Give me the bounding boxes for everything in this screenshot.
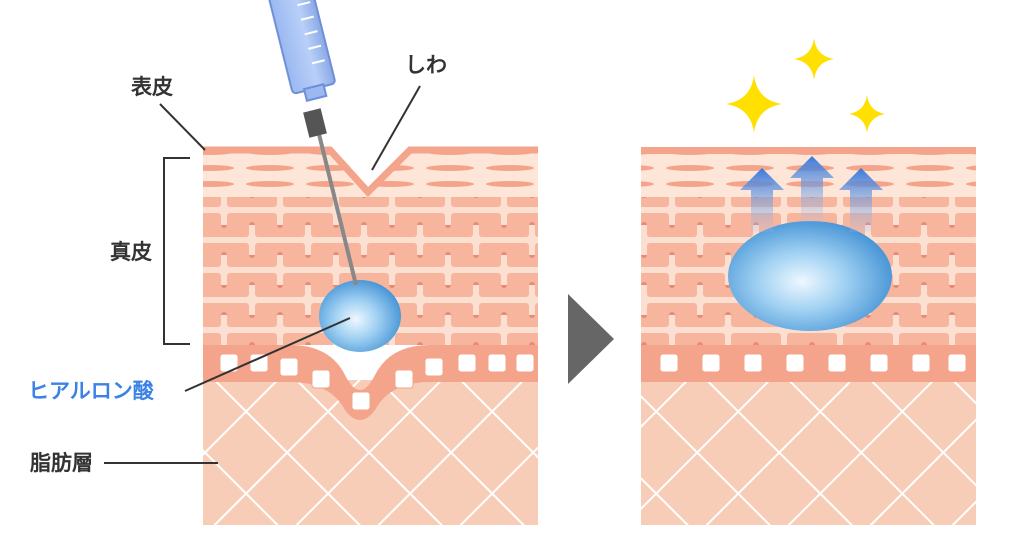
basal-cells-left [219, 353, 535, 411]
arrow-up-icon [740, 156, 883, 232]
fat-layer-right [641, 380, 976, 525]
triangle-right-icon [568, 294, 614, 384]
label-fat-layer: 脂肪層 [30, 451, 93, 475]
hyaluronic-drop-right [728, 221, 892, 331]
leader-wrinkle [371, 85, 421, 171]
sparkle-icon [726, 38, 885, 133]
label-hyaluronic-acid: ヒアルロン酸 [28, 379, 155, 403]
basal-cells-right [659, 353, 967, 373]
dermis-right [641, 195, 976, 345]
left-skin-panel [203, 145, 538, 525]
hyaluronic-drop-left [319, 280, 401, 352]
label-epidermis: 表皮 [131, 75, 173, 99]
syringe-icon [268, 0, 358, 286]
label-wrinkle: しわ [405, 53, 447, 77]
leader-hyaluronic-acid [184, 317, 351, 392]
label-dermis: 真皮 [110, 240, 152, 264]
left-labels: 表皮 しわ 真皮 ヒアルロン酸 脂肪層 [28, 53, 447, 475]
dermis-bracket [163, 157, 190, 345]
leader-epidermis [159, 103, 206, 151]
